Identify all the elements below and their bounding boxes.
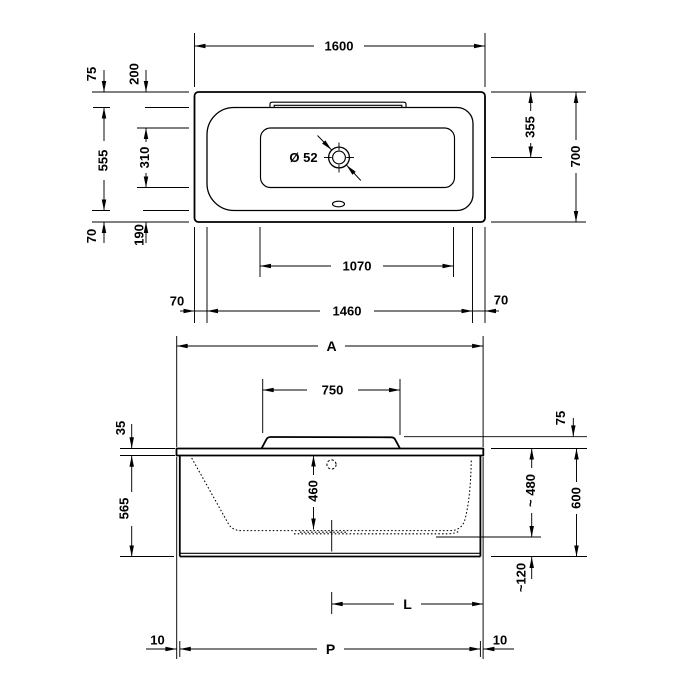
drain-icon (317, 135, 362, 181)
dim-overall-length: 1600 (325, 39, 354, 54)
tub-inner-rim-outline (206, 106, 474, 212)
flat-bottom-outline (259, 127, 456, 189)
dim-base-clearance: ~120 (514, 563, 529, 592)
dim-rim-width-bottom: 70 (84, 229, 99, 243)
grip-ledge (269, 101, 407, 108)
apron-outline (178, 455, 482, 558)
dim-group-inner-depth: 460 (306, 455, 321, 530)
dim-edge-to-drain-center: 355 (523, 116, 538, 138)
dim-group-A: A (176, 336, 484, 447)
dim-drain-diameter: Ø 52 (289, 150, 317, 165)
dim-drain-to-end-label: L (403, 596, 412, 612)
dim-rim-right: 70 (494, 293, 508, 308)
dim-apron-height: 565 (117, 498, 132, 520)
dim-group-side-right: 75 ~ 480 600 ~120 (404, 411, 587, 592)
dim-group-headrest-length: 750 (262, 379, 401, 435)
dim-flat-to-edge-bottom: 190 (132, 224, 147, 246)
grip-ledge-inner-edge (273, 104, 403, 108)
dim-group-left-outer-chain: 200 310 190 (127, 63, 153, 246)
drain-leader-lower (346, 164, 362, 181)
dim-inner-length: 1460 (333, 304, 362, 319)
dim-group-side-left: 35 565 (113, 421, 175, 557)
dim-group-side-bottom: L 10 P 10 (146, 457, 514, 659)
dim-edge-to-flat-top: 200 (127, 63, 142, 85)
dim-headrest-height: 75 (553, 411, 568, 425)
dim-group-left-inner-chain: 75 555 70 (84, 67, 111, 243)
headrest-outline (260, 436, 401, 449)
dim-headrest-length: 750 (322, 383, 344, 398)
dim-overall-width: 700 (568, 146, 583, 168)
overflow-icon (331, 200, 346, 208)
dim-flat-bottom-width: 310 (137, 147, 152, 169)
dim-rim-to-floor-depth: ~ 480 (523, 474, 538, 507)
dim-group-plan-right: 355 700 (491, 91, 586, 223)
plan-view: Ø 52 1600 75 555 (84, 33, 586, 323)
dim-panel-length-label: P (326, 641, 335, 657)
dim-rim-overhang-left: 10 (150, 633, 164, 648)
dim-inner-width: 555 (96, 150, 111, 172)
side-view: A 750 460 (113, 336, 587, 659)
dim-group-overall-length: 1600 (194, 33, 486, 87)
dim-inner-depth: 460 (306, 480, 321, 502)
drain-leader-upper (317, 135, 332, 151)
interior-profile-hidden-lines (191, 457, 472, 535)
dim-rim-edge-thickness: 35 (113, 421, 128, 435)
dim-group-plan-bottom: 1070 70 1460 70 (170, 227, 508, 323)
dim-rim-overhang-right: 10 (493, 633, 507, 648)
overflow-hidden-icon (326, 459, 337, 470)
plan-left-extension-lines (92, 91, 189, 223)
rim-bar-outline (175, 447, 485, 457)
dim-flat-bottom-length: 1070 (343, 259, 372, 274)
dim-overall-length-label: A (326, 338, 336, 354)
dim-rim-width-top: 75 (84, 67, 99, 81)
dim-rim-left: 70 (170, 294, 184, 309)
dim-overall-height: 600 (569, 487, 584, 509)
tub-outer-outline (193, 91, 486, 223)
